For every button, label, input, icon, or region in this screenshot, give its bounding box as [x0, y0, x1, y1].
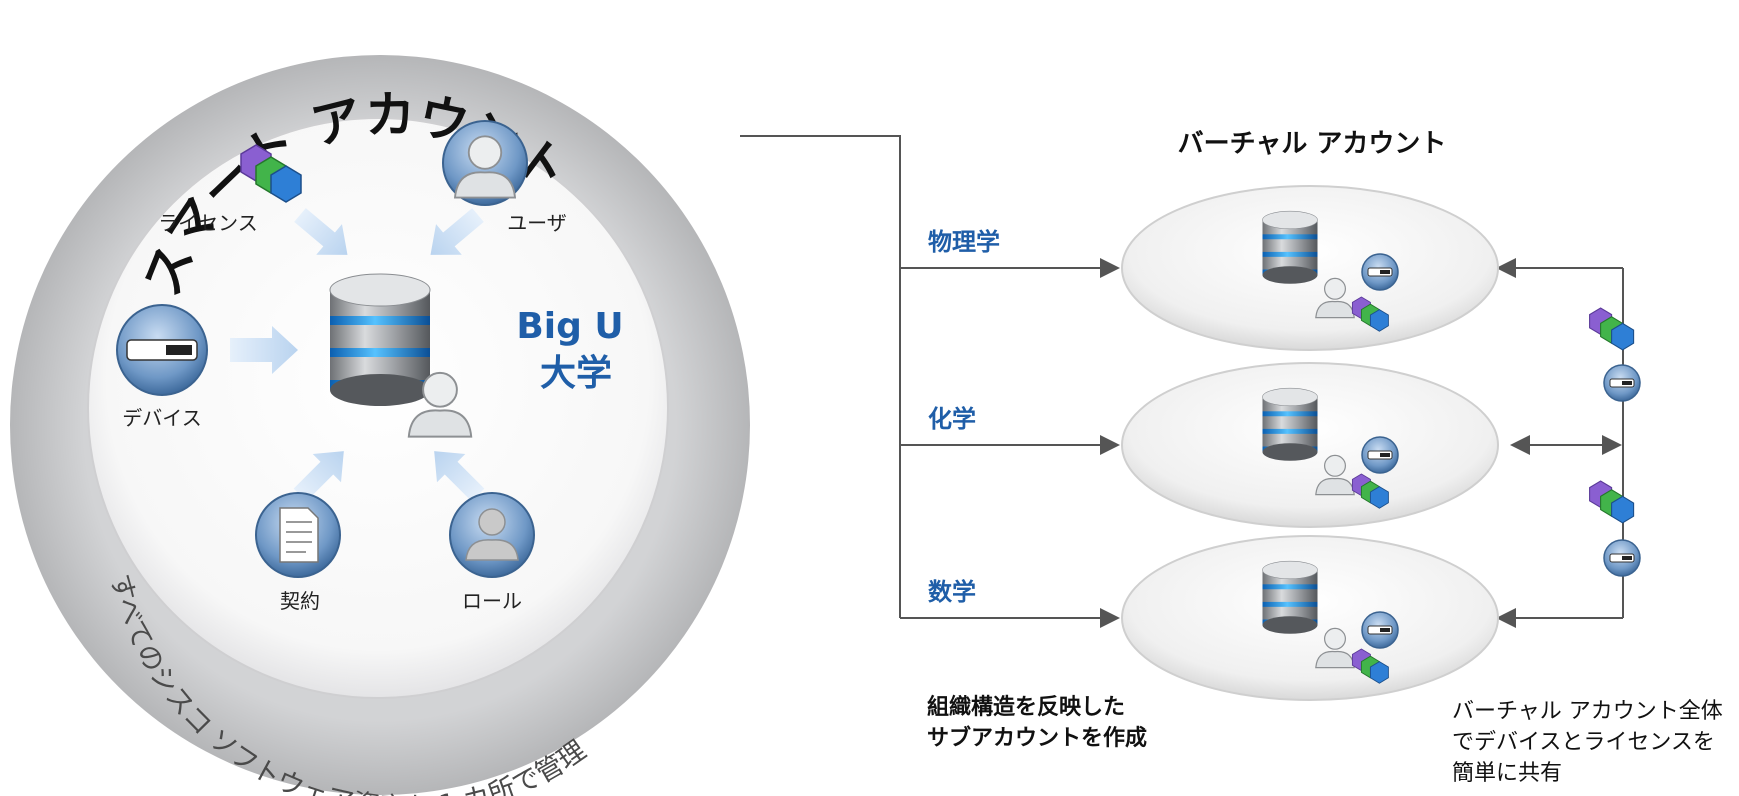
role-icon	[449, 492, 535, 578]
user-label: ユーザ	[507, 211, 567, 235]
shared-device-icon	[1603, 539, 1641, 577]
virtual-account-chemistry	[1121, 362, 1499, 528]
smart-account-circle	[10, 55, 750, 795]
dept-label-chemistry: 化学	[928, 405, 976, 433]
database-icon	[1262, 560, 1318, 635]
virtual-account-math	[1121, 535, 1499, 701]
dept-label-math: 数学	[928, 578, 976, 606]
org-name-line1: Big U	[516, 306, 623, 347]
inward-arrows	[230, 208, 485, 502]
contract-label: 契約	[280, 589, 320, 613]
central-database-icon	[329, 273, 431, 407]
inward-arrow	[294, 208, 348, 255]
user-icon	[442, 120, 528, 206]
database-icon	[1262, 387, 1318, 462]
shared-device-icon	[1603, 364, 1641, 402]
contract-icon	[255, 492, 341, 578]
device-icon	[116, 304, 208, 396]
inward-arrow	[293, 451, 344, 502]
shared-license-icon	[1589, 307, 1635, 351]
inward-arrow	[230, 326, 298, 374]
database-icon	[1262, 210, 1318, 285]
note-right-line2: でデバイスとライセンスを	[1452, 730, 1715, 755]
note-left-line1: 組織構造を反映した	[927, 694, 1125, 720]
virtual-account-physics	[1121, 185, 1499, 351]
virtual-accounts-title: バーチャル アカウント	[1178, 129, 1447, 159]
license-label: ライセンス	[158, 211, 258, 235]
device-icon	[1361, 611, 1399, 649]
inward-arrow	[430, 208, 484, 255]
org-name-line2: 大学	[540, 352, 612, 394]
device-icon	[1361, 436, 1399, 474]
role-label: ロール	[462, 589, 522, 613]
device-icon	[1361, 253, 1399, 291]
shared-license-icon	[1589, 480, 1635, 524]
dept-label-physics: 物理学	[928, 228, 1000, 256]
note-right-line1: バーチャル アカウント全体	[1452, 699, 1723, 724]
inward-arrow	[434, 451, 485, 502]
device-label: デバイス	[122, 406, 201, 430]
note-left-line2: サブアカウントを作成	[927, 725, 1147, 751]
note-right-line3: 簡単に共有	[1452, 761, 1562, 786]
